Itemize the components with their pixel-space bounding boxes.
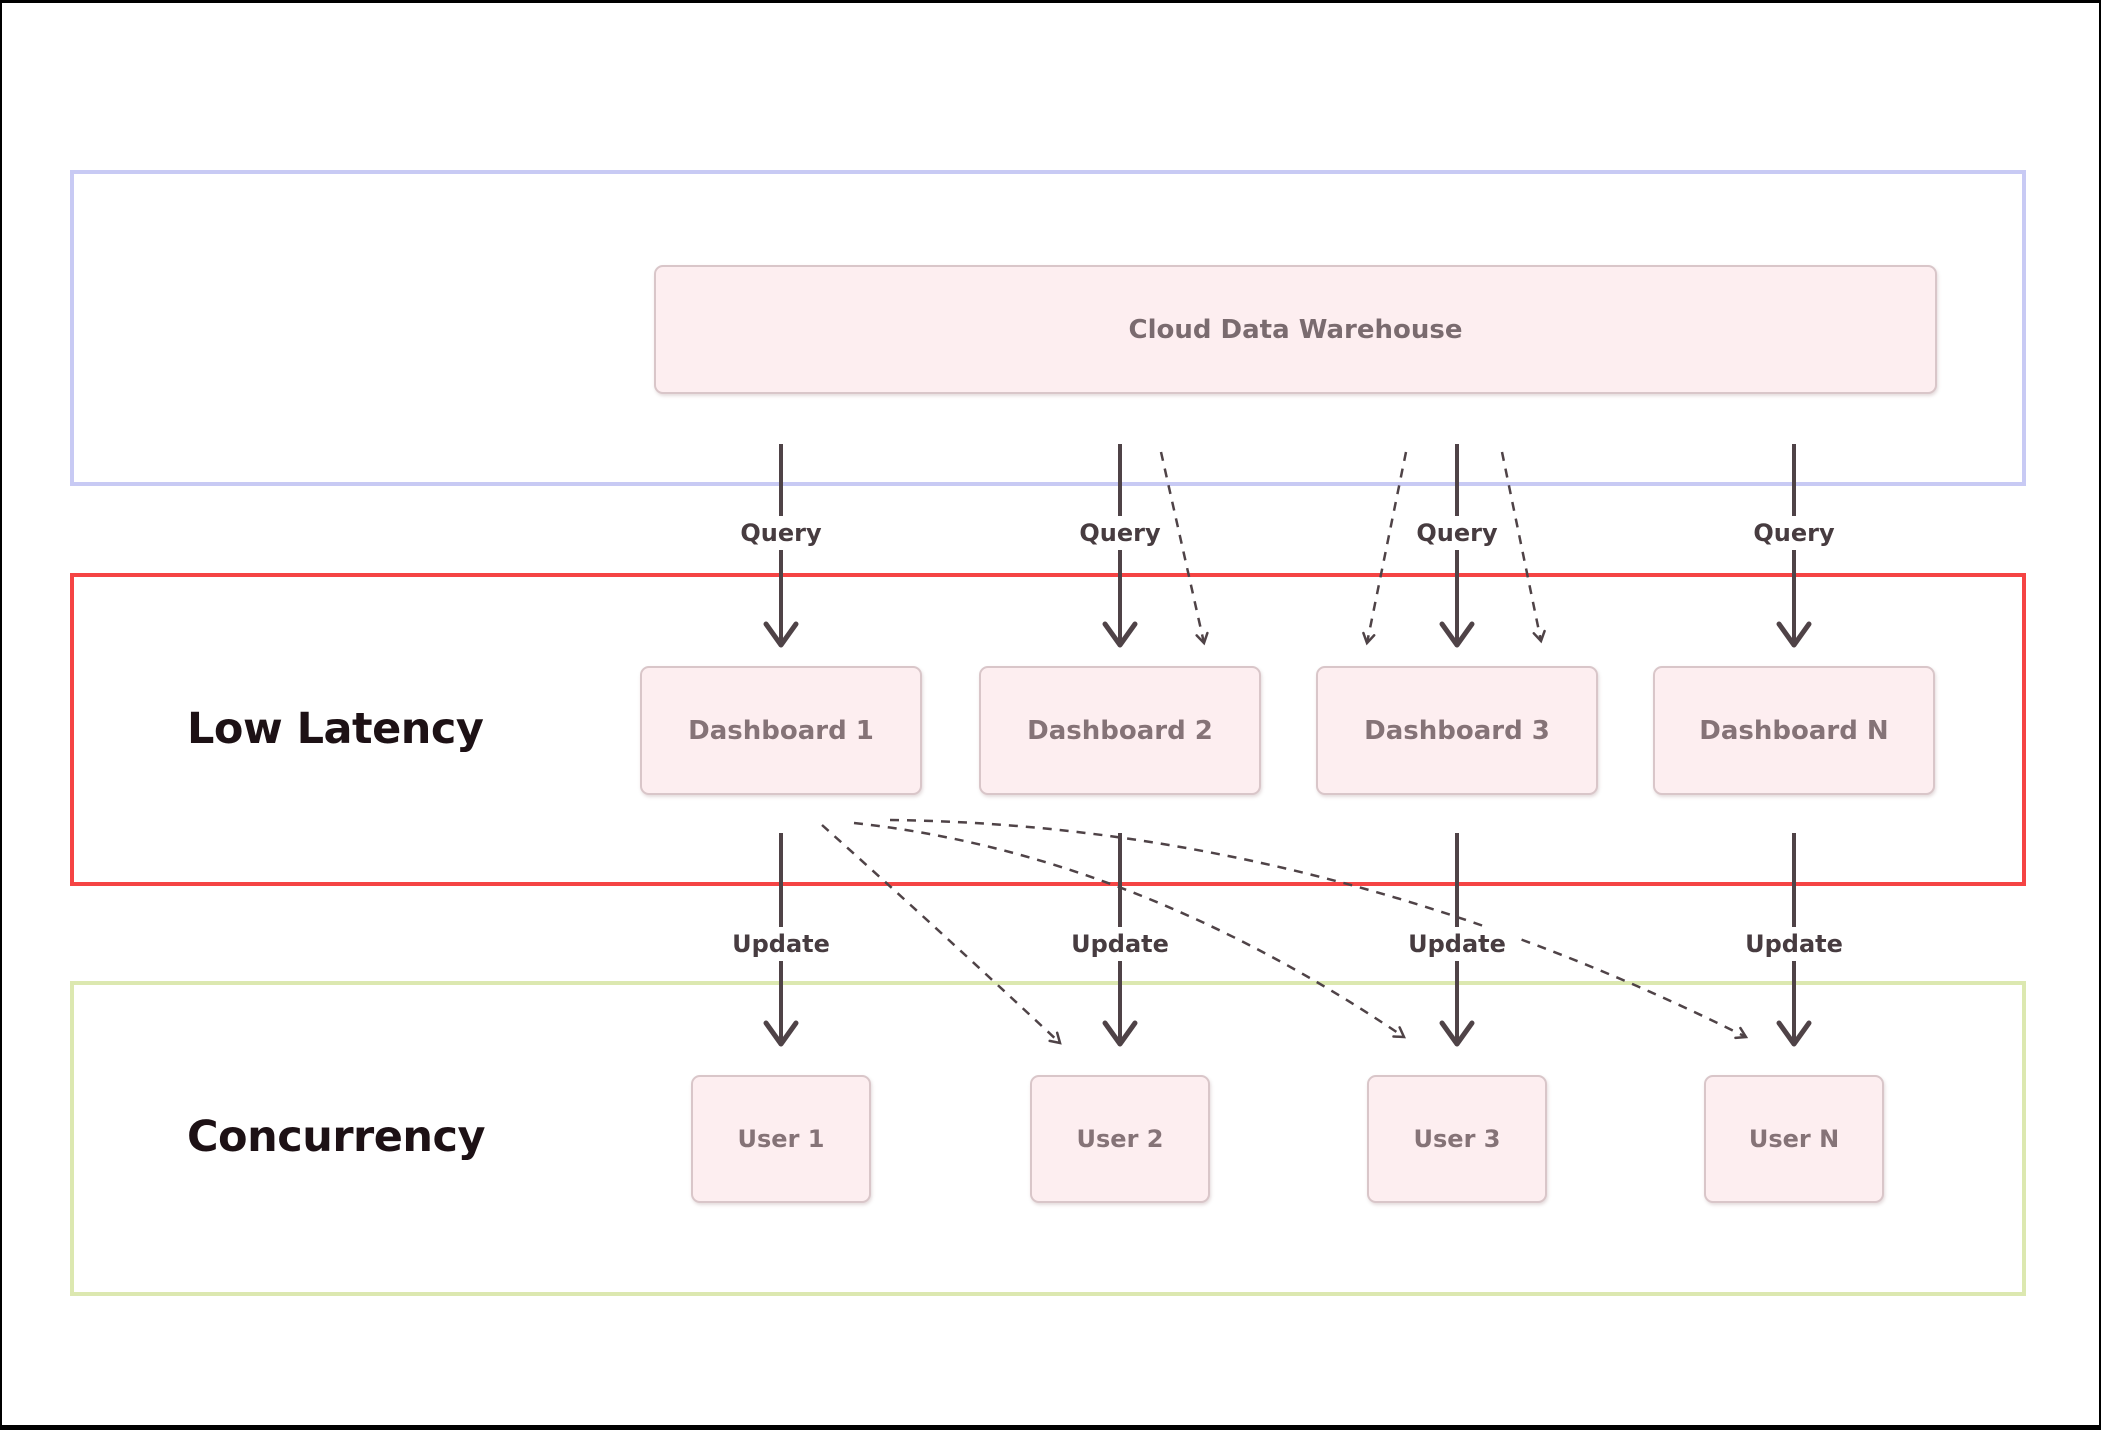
user-2-label: User 2 [1076,1125,1164,1153]
update-label-4: Update [1733,927,1855,961]
cloud-data-warehouse-box: Cloud Data Warehouse [654,265,1937,394]
dashboard-2-box: Dashboard 2 [979,666,1261,795]
dashboard-n-label: Dashboard N [1699,715,1889,746]
query-label-2: Query [1067,516,1173,550]
section-title-concurrency: Concurrency [187,1112,486,1162]
dashboard-3-box: Dashboard 3 [1316,666,1598,795]
dashboard-1-box: Dashboard 1 [640,666,922,795]
user-1-box: User 1 [691,1075,871,1203]
user-1-label: User 1 [737,1125,825,1153]
user-2-box: User 2 [1030,1075,1210,1203]
user-3-label: User 3 [1413,1125,1501,1153]
dashboard-3-label: Dashboard 3 [1364,715,1550,746]
user-n-box: User N [1704,1075,1884,1203]
dashboard-n-box: Dashboard N [1653,666,1935,795]
user-3-box: User 3 [1367,1075,1547,1203]
user-n-label: User N [1748,1125,1840,1153]
dashboard-1-label: Dashboard 1 [688,715,874,746]
query-label-3: Query [1404,516,1510,550]
query-label-1: Query [728,516,834,550]
query-label-4: Query [1741,516,1847,550]
section-title-low-latency: Low Latency [187,704,484,754]
dashboard-2-label: Dashboard 2 [1027,715,1213,746]
update-label-2: Update [1059,927,1181,961]
cloud-warehouse-section-frame [70,170,2026,486]
update-label-1: Update [720,927,842,961]
cloud-data-warehouse-label: Cloud Data Warehouse [1128,314,1463,345]
update-label-3: Update [1396,927,1518,961]
